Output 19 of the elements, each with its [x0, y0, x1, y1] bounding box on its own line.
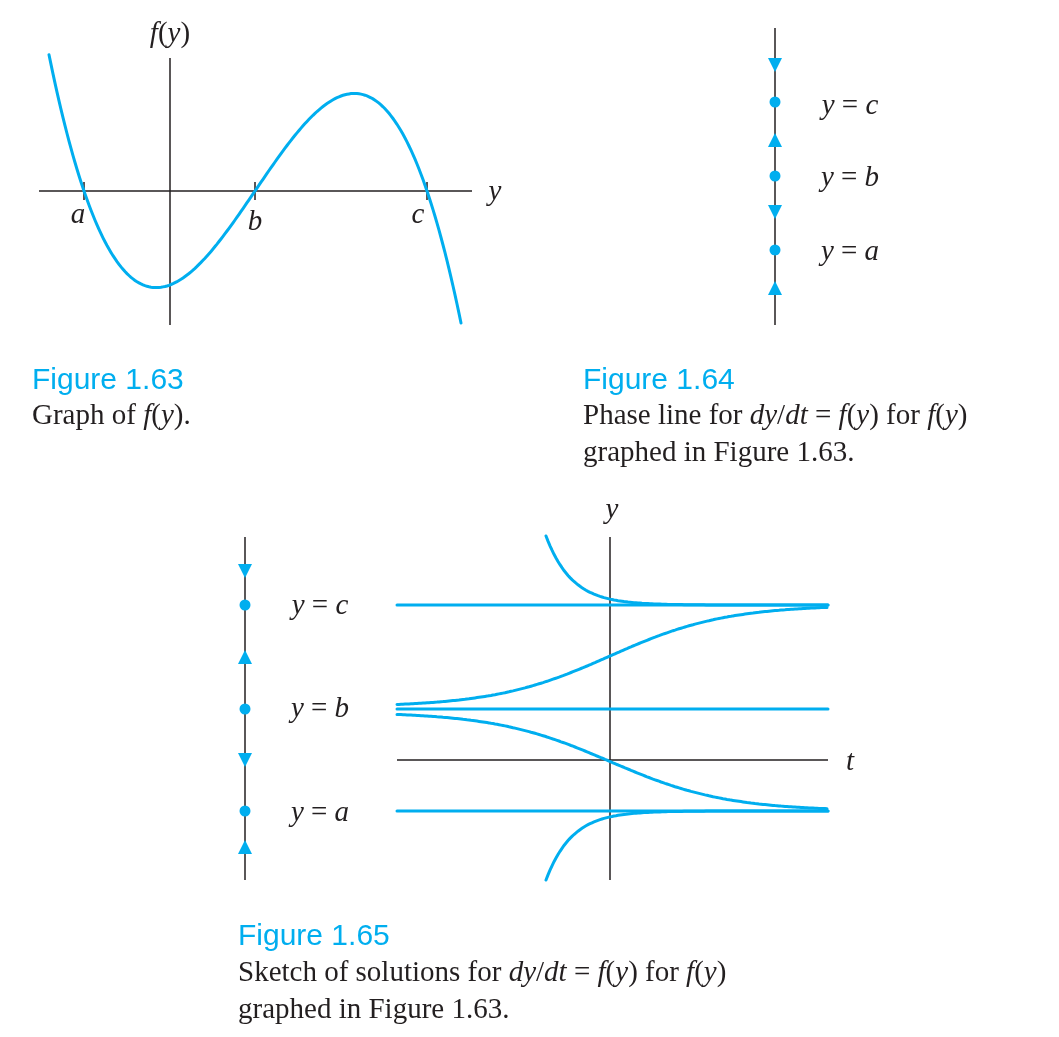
tick-label: a	[70, 198, 86, 228]
figure-caption: Graph of f(y).	[32, 397, 192, 432]
equilibrium-label: y = c	[291, 589, 349, 619]
equilibrium-label: y = c	[821, 89, 879, 119]
axis-label: y	[488, 175, 502, 205]
figure-number: Figure 1.65	[238, 917, 390, 953]
axis-label: t	[845, 745, 855, 775]
equilibrium-label: y = a	[290, 796, 350, 826]
tick-label: c	[411, 198, 425, 228]
figure-caption: Sketch of solutions for dy/dt = f(y) for f(y) graphed in Figure 1.63.	[238, 954, 728, 1026]
equilibrium-label: y = a	[820, 235, 880, 265]
equilibrium-label: y = b	[820, 161, 880, 191]
axis-label: f(y)	[149, 17, 191, 47]
figure-number: Figure 1.64	[583, 361, 735, 397]
tick-label: b	[247, 205, 263, 235]
axis-label: y	[605, 493, 619, 523]
equilibrium-label: y = b	[290, 692, 350, 722]
figure-caption: Phase line for dy/dt = f(y) for f(y) graphed in Figure 1.63.	[583, 397, 969, 469]
figure-number: Figure 1.63	[32, 361, 184, 397]
